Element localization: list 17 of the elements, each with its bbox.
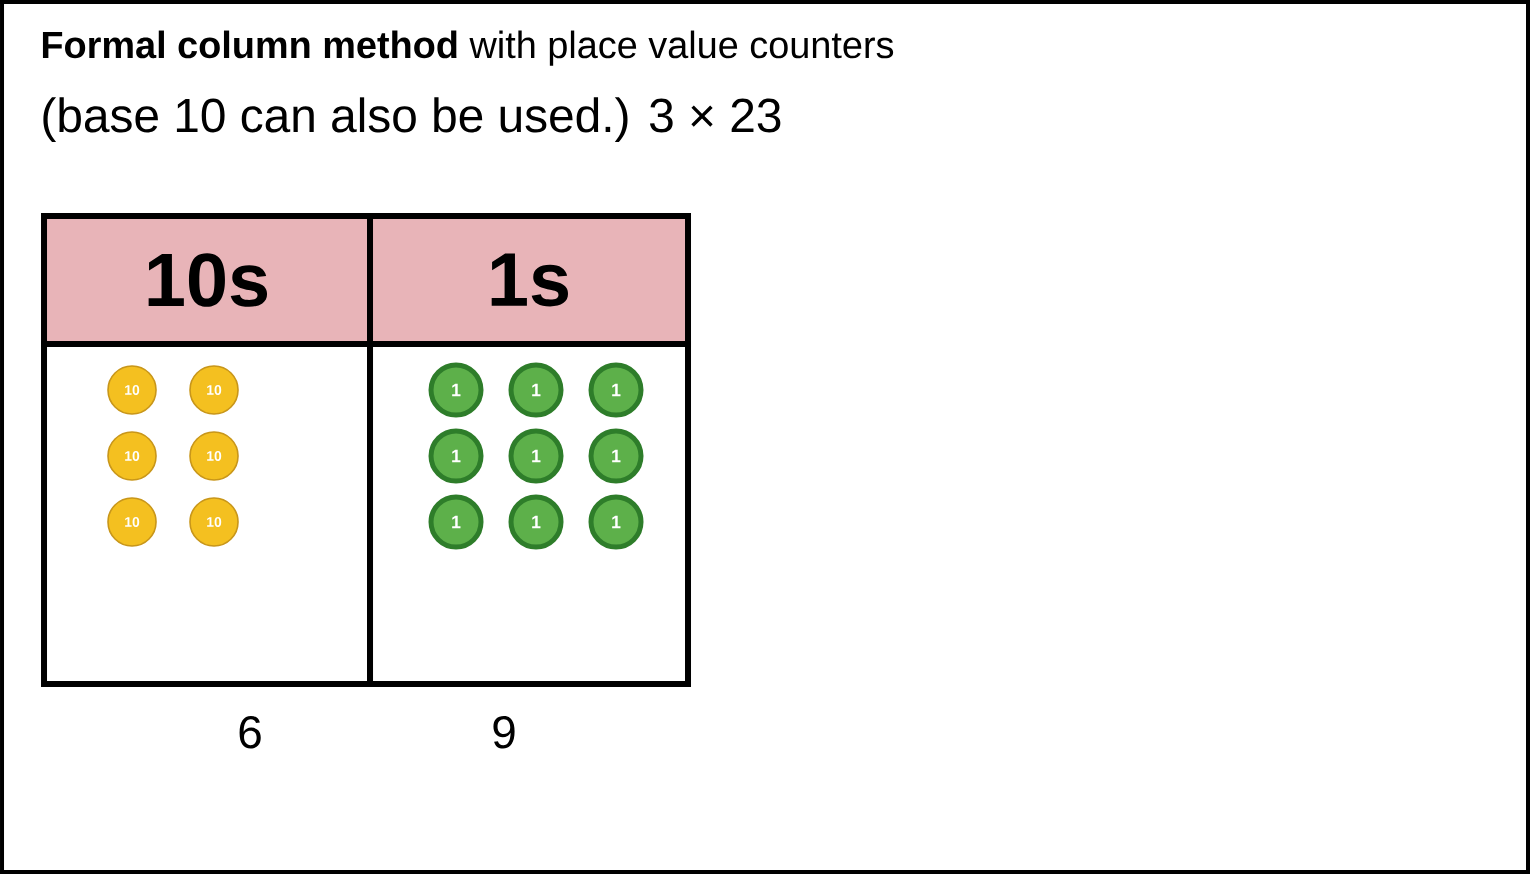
column-total: 9 (493, 715, 515, 749)
ones-counter: 1 (588, 494, 644, 550)
subtitle: (base 10 can also be used.) 3 × 23 (43, 97, 781, 142)
ones-counter: 1 (508, 362, 564, 418)
ones-counter: 1 (428, 362, 484, 418)
ones-counter: 1 (428, 494, 484, 550)
column-cell (367, 340, 691, 687)
column-header: 10s (41, 212, 373, 347)
column-cell (41, 340, 373, 687)
column-total: 6 (239, 715, 261, 749)
ones-counter: 1 (588, 428, 644, 484)
ones-counter: 1 (588, 362, 644, 418)
ones-counter: 1 (508, 494, 564, 550)
column-header: 1s (367, 212, 691, 347)
ones-counter: 1 (508, 428, 564, 484)
title: Formal column method with place value counters (42, 30, 894, 66)
ones-counter: 1 (428, 428, 484, 484)
